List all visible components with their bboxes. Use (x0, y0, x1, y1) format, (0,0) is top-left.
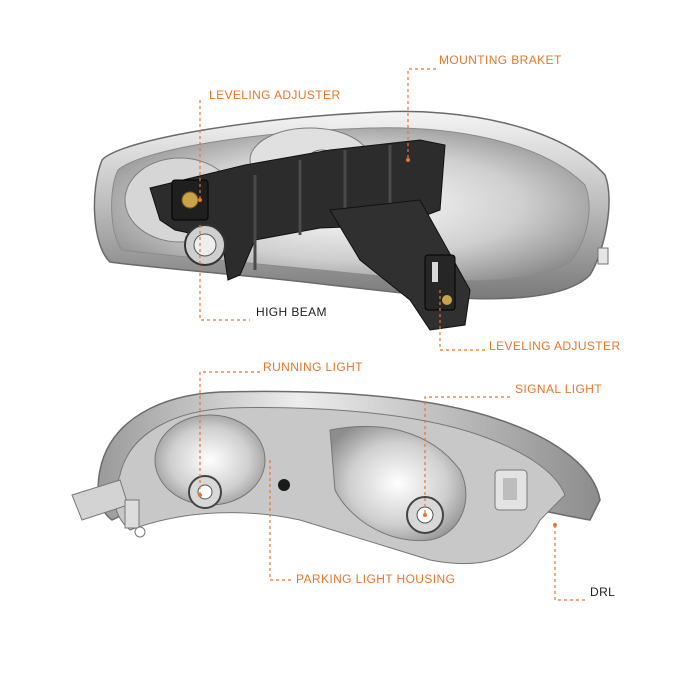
parking-light-housing-label: PARKING LIGHT HOUSING (296, 572, 456, 586)
parking-light-assembly (71, 390, 601, 565)
mounting-braket-label: MOUNTING BRAKET (439, 53, 562, 67)
leveling-adjuster-bottom-label: LEVELING ADJUSTER (489, 339, 621, 353)
callout-lines (199, 68, 585, 601)
drl-label: DRL (590, 585, 616, 599)
signal-light-label: SIGNAL LIGHT (515, 382, 603, 396)
headlight-assembly (93, 110, 610, 331)
leveling-adjuster-top-label: LEVELING ADJUSTER (209, 88, 341, 102)
high-beam-label: HIGH BEAM (256, 305, 327, 319)
callout-dots (198, 158, 557, 527)
running-light-label: RUNNING LIGHT (263, 360, 363, 374)
